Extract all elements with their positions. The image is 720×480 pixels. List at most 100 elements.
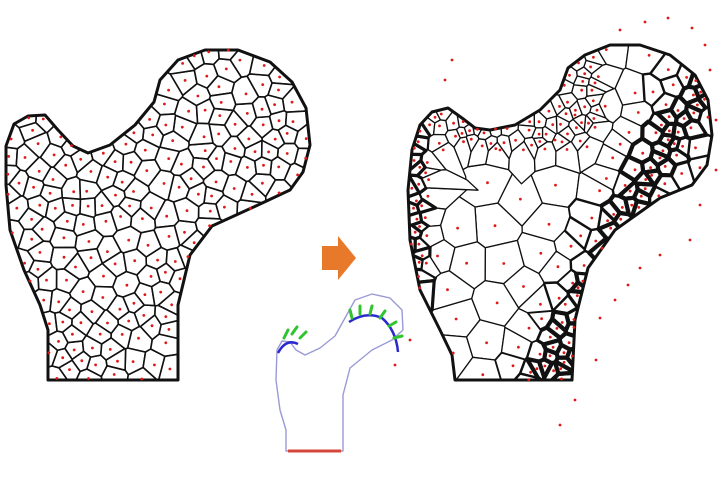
optimized-seed-point <box>694 146 697 150</box>
optimized-cell <box>677 84 701 106</box>
initial-seed-point <box>260 107 264 111</box>
initial-seed-point <box>151 133 155 137</box>
optimized-seed-point <box>433 115 437 119</box>
initial-seed-point <box>31 128 34 132</box>
initial-seed-point <box>101 296 105 299</box>
optimized-seed-point <box>638 266 642 270</box>
initial-seed-point <box>47 351 51 355</box>
optimized-seed-point <box>574 108 577 112</box>
initial-seed-point <box>163 102 166 106</box>
initial-seed-point <box>164 270 167 274</box>
initial-seed-point <box>6 192 10 196</box>
initial-seed-point <box>273 103 276 106</box>
optimized-cell <box>421 169 479 191</box>
initial-seed-point <box>89 170 93 173</box>
optimized-seed-point <box>603 104 607 108</box>
optimized-seed-point <box>667 129 671 133</box>
optimized-seed-point <box>675 153 678 157</box>
optimized-seed-point <box>575 294 579 297</box>
optimized-seed-point <box>558 423 562 427</box>
optimized-seed-point <box>460 132 464 135</box>
optimized-cell <box>580 163 621 191</box>
initial-seed-point <box>192 54 196 58</box>
optimized-seed-point <box>418 165 422 169</box>
seed-points-initial <box>6 48 308 381</box>
initial-seed-point <box>87 377 90 380</box>
optimized-seed-point <box>462 140 465 144</box>
load-arrow-3 <box>298 330 308 340</box>
optimized-seed-point <box>569 244 573 248</box>
optimized-seed-point <box>633 168 637 172</box>
optimized-seed-point <box>575 126 578 130</box>
optimized-seed-point <box>572 318 576 321</box>
optimized-seed-point <box>410 186 414 190</box>
optimized-seed-point <box>476 127 479 131</box>
optimized-seed-point <box>560 377 563 381</box>
initial-seed-point <box>277 165 281 169</box>
initial-seed-point <box>30 237 34 241</box>
initial-seed-point <box>148 118 152 121</box>
optimized-seed-point <box>547 222 551 226</box>
initial-seed-point <box>32 185 35 189</box>
initial-seed-point <box>205 74 209 78</box>
optimized-seed-point <box>590 216 594 220</box>
initial-seed-point <box>226 48 230 52</box>
optimized-seed-point <box>585 145 589 149</box>
initial-seed-point <box>217 132 221 136</box>
optimized-seed-point <box>698 203 702 207</box>
initial-seed-point <box>185 209 189 213</box>
optimized-seed-point <box>494 147 498 151</box>
initial-cell <box>154 146 181 173</box>
initial-seed-point <box>164 315 168 318</box>
initial-seed-point <box>17 181 21 185</box>
initial-seed-point <box>72 190 76 194</box>
optimized-seed-point <box>427 178 430 182</box>
initial-seed-point <box>164 341 168 345</box>
optimized-seed-point <box>682 117 686 120</box>
optimized-seed-point <box>706 115 710 119</box>
seed-points-optimized <box>393 16 718 427</box>
optimized-seed-point <box>528 120 532 124</box>
initial-seed-point <box>244 92 248 96</box>
initial-seed-point <box>23 156 27 159</box>
optimized-seed-point <box>468 129 471 133</box>
initial-seed-point <box>208 209 212 213</box>
initial-seed-point <box>133 259 137 263</box>
optimized-seed-point <box>680 172 684 175</box>
optimized-cell <box>655 107 679 126</box>
initial-seed-point <box>28 279 32 283</box>
initial-seed-point <box>208 224 212 228</box>
initial-seed-point <box>278 75 281 79</box>
initial-cell <box>194 217 260 285</box>
initial-seed-point <box>196 94 200 98</box>
initial-cell <box>6 270 40 321</box>
initial-seed-point <box>153 363 156 367</box>
optimized-seed-point <box>527 378 531 381</box>
optimized-seed-point <box>633 91 637 95</box>
optimized-seed-point <box>420 254 424 258</box>
initial-seed-point <box>210 194 214 198</box>
initial-seed-point <box>187 109 191 113</box>
initial-seed-point <box>79 157 83 161</box>
optimized-seed-point <box>461 120 465 123</box>
initial-seed-point <box>261 83 265 86</box>
optimized-seed-point <box>480 144 484 148</box>
optimized-seed-point <box>664 103 668 106</box>
initial-seed-point <box>124 142 128 146</box>
initial-seed-point <box>36 267 40 271</box>
initial-seed-point <box>180 162 183 166</box>
optimized-seed-point <box>649 166 652 170</box>
optimized-seed-point <box>547 109 551 113</box>
optimized-seed-point <box>703 43 707 47</box>
load-arrow-4 <box>348 308 354 320</box>
optimized-cell <box>629 199 712 351</box>
optimized-seed-point <box>417 275 420 278</box>
optimized-seed-point <box>527 128 531 132</box>
initial-seed-point <box>162 182 166 185</box>
optimized-seed-point <box>630 203 634 207</box>
initial-seed-point <box>167 328 171 331</box>
optimized-seed-point <box>639 194 643 198</box>
optimized-seed-point <box>441 148 445 152</box>
initial-seed-point <box>112 373 116 376</box>
initial-seed-point <box>23 261 26 265</box>
